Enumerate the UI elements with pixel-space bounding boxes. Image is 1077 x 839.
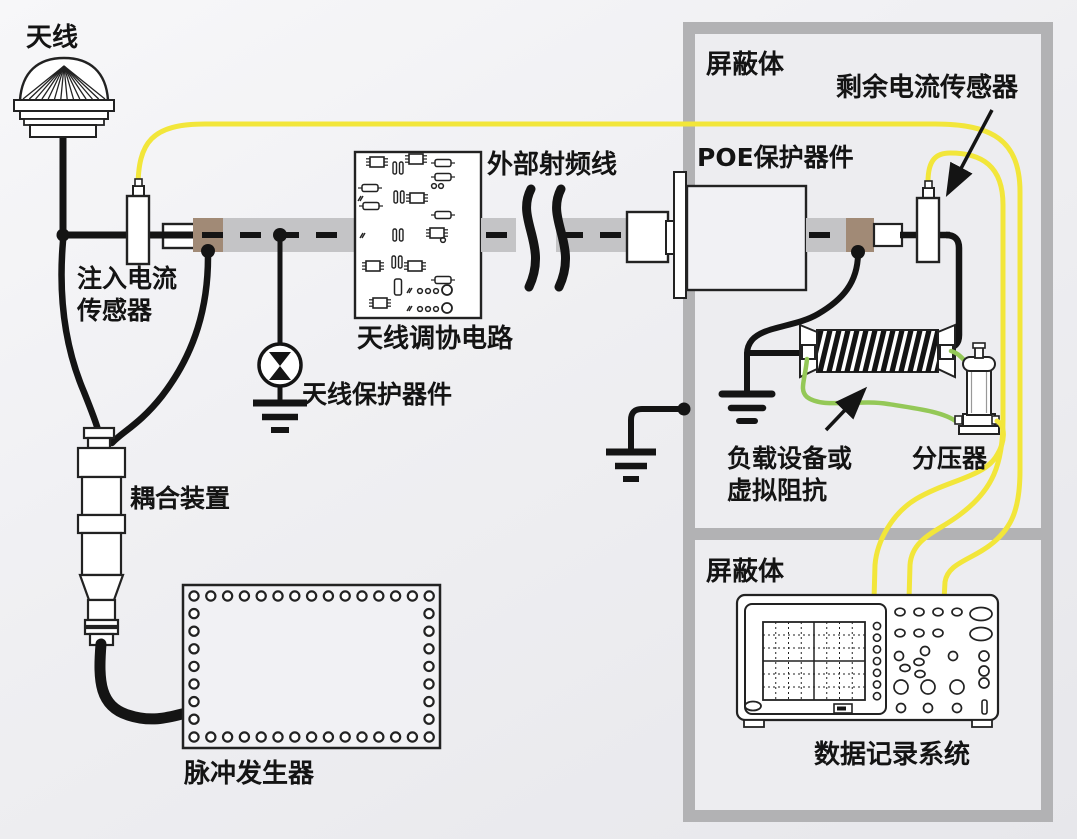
cable-break-symbol: [522, 184, 570, 292]
coil-stripes: [818, 331, 937, 372]
poe-protection-device: [685, 184, 808, 292]
yellow-wire-divider: [871, 418, 1006, 603]
label-data-recording: 数据记录系统: [814, 739, 970, 770]
label-antenna-protector: 天线保护器件: [302, 380, 452, 409]
label-load-device-1: 负载设备或: [727, 444, 852, 473]
pulse-generator-cable: [94, 638, 192, 725]
coupling-feed-wires: [58, 237, 212, 447]
label-external-rf: 外部射频线: [487, 150, 617, 180]
ground-outside-shield: [606, 406, 681, 482]
arrow-residual-sensor: [945, 109, 994, 198]
label-load-device-2: 虚拟阻抗: [727, 476, 827, 505]
wire-to-coil-left-and-ground: [718, 250, 861, 424]
scope-buttons: [893, 606, 993, 714]
junction-dot-left-ferrule: [201, 244, 215, 258]
label-poe-device: POE保护器件: [697, 143, 854, 172]
junction-dot-shield-wall: [677, 402, 691, 416]
bulkhead-connector: [625, 171, 687, 299]
scope-graticule: [763, 621, 882, 701]
antenna-ribs: [22, 65, 106, 100]
antenna-protection-device: [253, 240, 307, 433]
antenna-dome: [18, 56, 110, 103]
pulse-generator-perforations: [188, 590, 435, 743]
residual-current-sensor: [915, 180, 941, 264]
label-residual-sensor: 剩余电流传感器: [836, 72, 1019, 103]
label-shield-bottom: 屏蔽体: [706, 557, 785, 587]
junction-dot-right-ferrule: [851, 245, 865, 259]
arrow-load-device: [824, 386, 868, 432]
coupling-device: [76, 426, 127, 647]
coax-connector-right: [872, 222, 904, 248]
injection-current-sensor: [125, 178, 151, 266]
antenna: [13, 56, 115, 238]
label-antenna: 天线: [26, 23, 78, 53]
oscilloscope: [735, 593, 1000, 728]
label-injection-sensor-1: 注入电流: [77, 264, 177, 293]
label-tuning-circuit: 天线调协电路: [357, 323, 514, 354]
junction-dot-protector: [273, 228, 287, 242]
scope-slot: [981, 699, 988, 715]
label-pulse-generator: 脉冲发生器: [184, 758, 315, 789]
antenna-tuning-circuit-board: [353, 150, 483, 320]
yellow-wire-injection-sensor: [135, 121, 1023, 603]
pcb-components: [357, 153, 455, 314]
scope-power-button: [744, 700, 762, 712]
label-coupling-device: 耦合装置: [130, 484, 230, 513]
label-injection-sensor-2: 传感器: [76, 296, 153, 325]
load-device-coil: [799, 323, 956, 379]
label-voltage-divider: 分压器: [912, 444, 988, 473]
pulse-generator: [181, 583, 442, 750]
label-shield-top: 屏蔽体: [706, 50, 785, 80]
junction-dot-antenna: [56, 228, 70, 242]
voltage-divider: [954, 342, 1000, 435]
